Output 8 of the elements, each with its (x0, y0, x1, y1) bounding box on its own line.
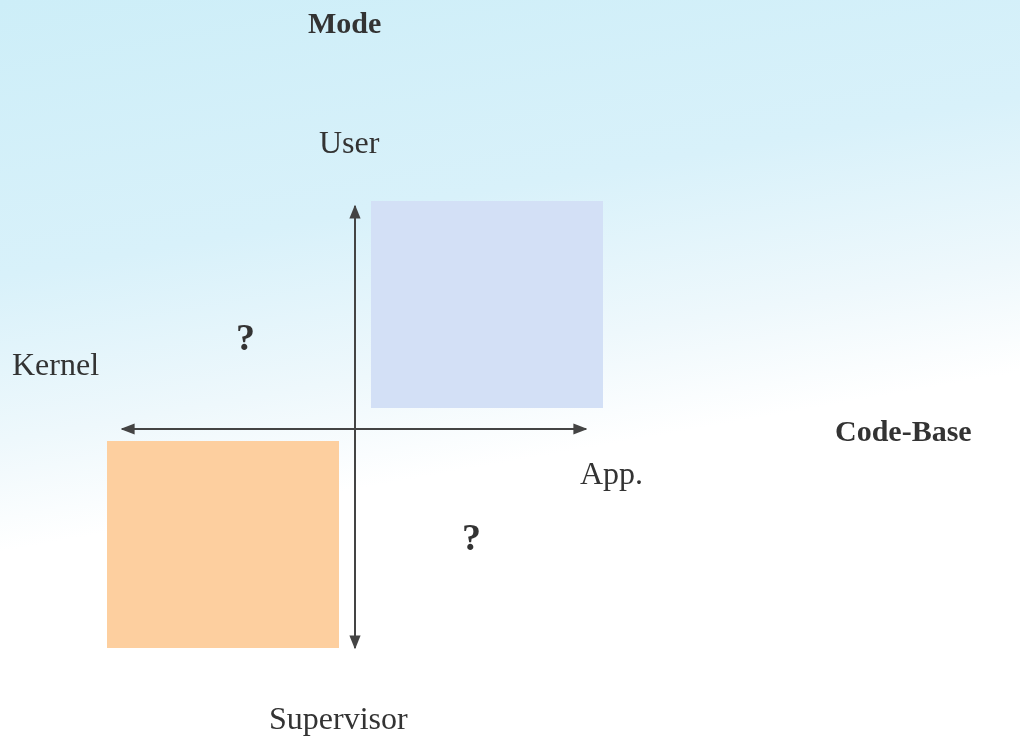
axis-label: User (319, 126, 380, 158)
question-mark: ? (236, 318, 255, 356)
axis-label: Supervisor (269, 702, 408, 734)
axis-label: Kernel (12, 348, 100, 380)
axis-title: Code-Base (835, 416, 972, 446)
axis-title: Mode (308, 8, 382, 38)
axis-label: App. (580, 457, 644, 489)
question-mark: ? (462, 518, 481, 556)
